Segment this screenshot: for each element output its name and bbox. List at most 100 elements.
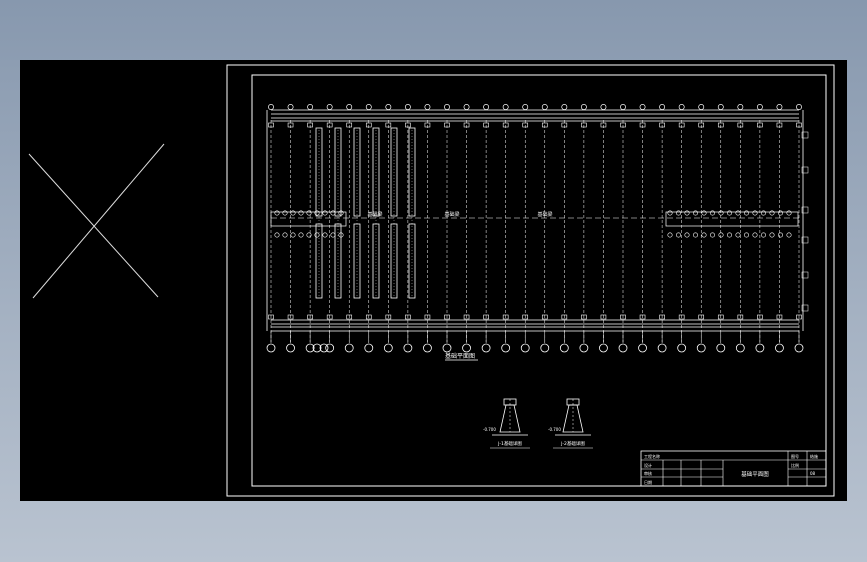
axis-bubble-bottom-28 [794,343,804,353]
pile-right-bottom-5 [701,232,707,238]
axis-bubble-top-13 [502,104,509,110]
axis-bubble-top-20 [639,104,646,110]
footing-mark-top-26 [757,122,763,128]
axis-bubble-top-15 [541,104,548,110]
footing-mark-bottom-18 [600,314,607,320]
axis-bubble-extra-1 [312,343,322,353]
slot-upper-2 [334,127,342,217]
pile-left-top-7 [322,210,328,216]
slot-upper-6 [408,127,416,217]
footing-mark-bottom-14 [522,314,529,320]
pile-right-bottom-15 [786,232,792,238]
center-label-2: 基础梁 [444,211,459,218]
footing-mark-bottom-7 [385,314,392,320]
axis-bubble-bottom-5 [344,343,354,353]
right-dim-mark-1 [801,131,809,139]
axis-bubble-bottom-1 [266,343,276,353]
axis-bubble-bottom-4 [325,343,335,353]
axis-bubble-bottom-26 [755,343,765,353]
footing-mark-top-27 [776,122,783,128]
pile-left-bottom-3 [290,232,296,238]
footing-mark-bottom-1 [268,314,274,320]
axis-bubbles-top [268,104,802,110]
axis-bubble-bottom-14 [520,343,530,353]
axis-bubble-top-7 [385,104,392,110]
footing-detail-2: -0.700 J-2基础详图 [548,398,593,449]
grid-lines [270,120,800,342]
footing-1-label: J-1基础详图 [497,440,522,447]
pile-left-bottom-1 [274,232,280,238]
axis-bubble-bottom-2 [286,343,295,353]
pile-right-bottom-10 [743,232,749,238]
footing-mark-top-1 [268,122,274,128]
footing-mark-top-18 [600,122,607,128]
footing-mark-bottom-21 [659,314,665,320]
footing-mark-top-19 [620,122,626,128]
footing-mark-top-22 [678,122,685,128]
footing-mark-top-11 [463,122,470,128]
footing-mark-top-7 [385,122,392,128]
pile-left-bottom-2 [282,232,288,238]
pile-left-top-3 [290,210,296,216]
footing-mark-bottom-25 [737,314,744,320]
placeholder-cross-line-2 [32,143,165,299]
slot-upper-4 [372,127,380,217]
axis-bubble-bottom-22 [677,343,687,353]
axis-bubble-bottom-17 [579,343,589,353]
pile-right-top-4 [692,210,698,216]
axis-bubble-top-3 [307,104,314,110]
pile-left-top-9 [338,210,344,216]
right-dim-mark-4 [801,236,809,244]
axis-bubble-top-8 [404,104,411,110]
axis-bubble-top-2 [287,104,294,110]
cad-viewport[interactable]: 基础梁 基础梁 基础梁 基础平面图 -0.700 J-1基础详图 -0.700 … [20,60,847,501]
footing-1-elevation: -0.700 [483,427,496,432]
footing-mark-top-25 [737,122,744,128]
pile-right-top-14 [777,210,783,216]
axis-bubble-bottom-10 [442,343,452,353]
slot-upper-5 [390,127,398,217]
pile-right-top-13 [769,210,775,216]
pile-right-top-9 [735,210,741,216]
footing-2-elevation: -0.700 [548,427,561,432]
footing-mark-bottom-26 [757,314,763,320]
axis-bubble-top-17 [580,104,587,110]
axis-bubble-bottom-24 [716,343,726,353]
sheet-inner-frame [251,74,827,487]
pile-right-top-11 [752,210,758,216]
axis-bubble-top-10 [444,104,450,110]
pile-right-top-5 [701,210,707,216]
footing-mark-top-20 [639,122,646,128]
footing-mark-bottom-12 [483,314,489,320]
placeholder-cross-line-1 [28,153,159,298]
footing-mark-top-14 [522,122,529,128]
axis-bubble-top-12 [483,104,490,110]
footing-mark-top-17 [581,122,587,128]
pile-left-top-4 [298,210,304,216]
pile-right-top-3 [684,210,690,216]
axis-bubble-top-19 [620,104,626,110]
pile-left-top-5 [306,210,312,216]
axis-bubble-extra-2 [319,343,329,353]
axis-bubble-bottom-9 [423,343,432,353]
cad-drawing-canvas[interactable]: 基础梁 基础梁 基础梁 基础平面图 -0.700 J-1基础详图 -0.700 … [20,60,847,501]
axis-bubbles-bottom [266,331,804,353]
footing-mark-top-15 [541,122,548,128]
pile-right-top-6 [709,210,715,216]
axis-bubble-top-1 [268,104,274,110]
plan-title: 基础平面图 [445,352,475,360]
axis-bubble-bottom-6 [364,343,374,353]
footing-2-label: J-2基础详图 [560,440,585,447]
footing-mark-top-6 [365,122,372,128]
slot-upper-3 [353,127,361,217]
footing-mark-top-12 [483,122,489,128]
axis-bubble-bottom-13 [501,343,511,353]
pile-left-top-6 [314,210,320,216]
right-dim-mark-3 [801,206,809,214]
pile-right-bottom-14 [777,232,783,238]
footing-mark-bottom-28 [796,314,802,320]
axis-bubble-top-26 [756,104,763,110]
footing-mark-top-3 [307,122,313,128]
title-block-drawing-name: 基础平面图 [741,470,769,478]
axis-bubble-bottom-11 [462,343,471,353]
